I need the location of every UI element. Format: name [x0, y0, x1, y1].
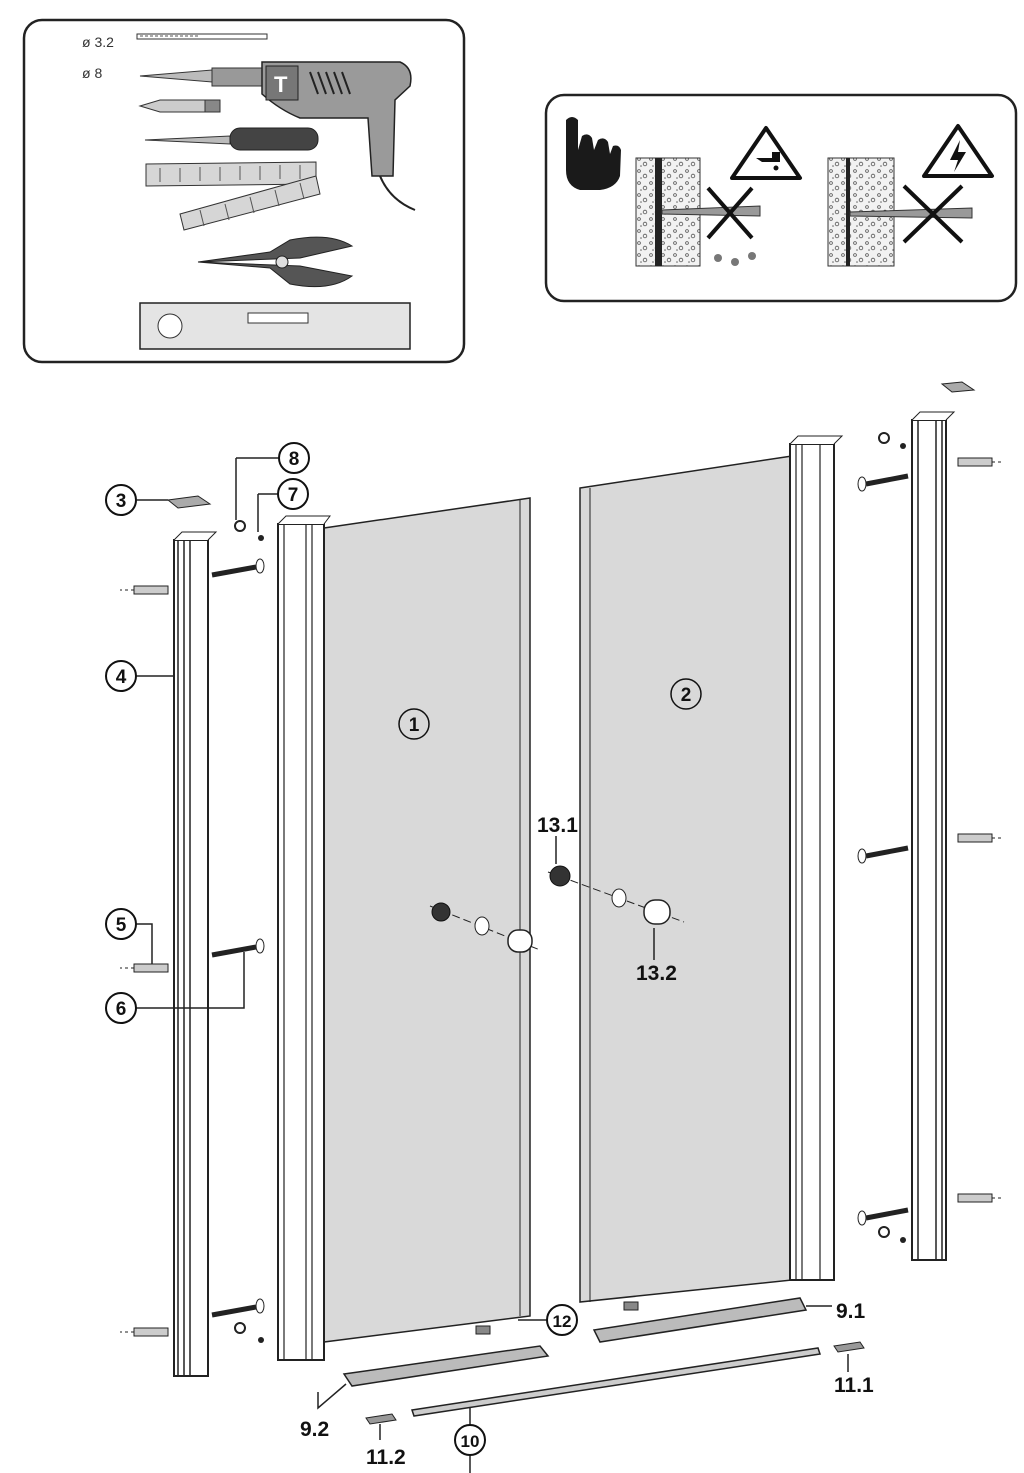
magnet-12-left	[475, 1325, 491, 1335]
part-labels: 3 4 8 7 5 6 1 2 12 10 13.1 13.2 9.1 11.1…	[105, 442, 874, 1469]
part-label-4: 4	[105, 660, 137, 692]
screw-icon	[857, 473, 909, 492]
washer-icon	[234, 1322, 246, 1334]
drill-size-small-label: ø 3.2	[82, 34, 114, 50]
small-screw-icon	[258, 1337, 264, 1343]
part-label-10: 10	[454, 1424, 486, 1456]
pliers-icon	[197, 236, 354, 288]
washer-icon	[878, 1226, 890, 1238]
do-not-drill-cross-icon	[706, 186, 754, 240]
screwdriver-icon	[144, 127, 319, 151]
part-label-11-2: 11.2	[366, 1446, 406, 1469]
wall-plug-icon	[120, 963, 169, 973]
screw-icon	[857, 1207, 909, 1226]
part-label-13-1: 13.1	[537, 814, 578, 837]
svg-text:8: 8	[289, 449, 300, 470]
handle-left	[429, 902, 541, 953]
water-pipe-warning-icon	[730, 126, 802, 180]
wall-plug-icon	[120, 1327, 169, 1337]
part-label-9-2: 9.2	[300, 1418, 329, 1441]
leader-lines	[136, 457, 849, 1473]
wall-plug-icon	[957, 833, 1004, 843]
part-label-2: 2	[670, 678, 702, 710]
end-piece-11-1	[833, 1341, 865, 1353]
power-drill-icon: T	[139, 61, 416, 211]
svg-text:10: 10	[461, 1432, 480, 1451]
magnet-12-right	[623, 1301, 639, 1311]
part-label-13-2: 13.2	[636, 962, 677, 985]
door-panel-1	[277, 497, 531, 1361]
do-not-drill-cross-icon	[902, 184, 964, 244]
washer-icon	[878, 432, 890, 444]
drill-size-large-label: ø 8	[82, 65, 102, 81]
spirit-level-icon	[139, 302, 411, 350]
svg-text:7: 7	[288, 485, 299, 506]
part-label-3: 3	[105, 484, 137, 516]
folding-rule-icon	[145, 161, 321, 231]
part-label-12: 12	[546, 1304, 578, 1336]
screw-icon	[211, 938, 265, 958]
svg-text:4: 4	[116, 667, 127, 688]
tools-panel: ø 3.2 ø 8 T	[22, 18, 466, 364]
part-label-9-1: 9.1	[836, 1300, 866, 1323]
screw-icon	[211, 558, 265, 578]
part-label-11-1: 11.1	[834, 1374, 874, 1397]
wall-plug-icon	[957, 1193, 1004, 1203]
threshold-10	[411, 1347, 821, 1417]
wall-profile-right	[911, 411, 956, 1261]
screw-icon	[857, 845, 909, 864]
part-label-6: 6	[105, 992, 137, 1024]
pointing-hand-icon	[566, 117, 621, 190]
svg-text:1: 1	[409, 715, 420, 736]
electric-cable-icon	[846, 158, 850, 266]
wall-profile-left	[173, 531, 218, 1377]
part-label-8: 8	[278, 442, 310, 474]
part-label-7: 7	[277, 478, 309, 510]
handle-right	[547, 865, 685, 925]
warning-panel-frame	[544, 93, 1018, 303]
end-piece-11-2	[365, 1413, 397, 1425]
end-cap-right	[940, 381, 976, 393]
part-label-1: 1	[398, 708, 430, 740]
electric-warning-icon	[922, 124, 994, 178]
svg-text:3: 3	[116, 491, 127, 512]
pencil-icon	[138, 99, 221, 113]
door-panel-2	[579, 435, 844, 1303]
svg-text:12: 12	[553, 1312, 572, 1331]
wall-plug-icon	[120, 585, 169, 595]
bottom-seal-9-2	[342, 1345, 550, 1387]
svg-text:2: 2	[681, 685, 692, 706]
svg-text:5: 5	[116, 915, 127, 936]
wall-plug-icon	[957, 457, 1004, 467]
left-wall-fixings	[120, 520, 265, 1343]
small-screw-icon	[900, 1237, 906, 1243]
bottom-seal-9-1	[592, 1297, 808, 1343]
small-screw-icon	[900, 443, 906, 449]
end-cap-3	[166, 495, 212, 509]
part-label-5: 5	[105, 908, 137, 940]
drill-brand-letter: T	[274, 72, 288, 97]
small-screw-icon	[258, 535, 264, 541]
right-wall-fixings	[857, 432, 1004, 1243]
screw-icon	[211, 1298, 265, 1318]
water-pipe-icon	[655, 158, 662, 266]
washer-icon	[234, 520, 246, 532]
svg-text:6: 6	[116, 999, 127, 1020]
drill-bit-small-icon	[136, 33, 268, 40]
warning-panel	[544, 93, 1018, 303]
